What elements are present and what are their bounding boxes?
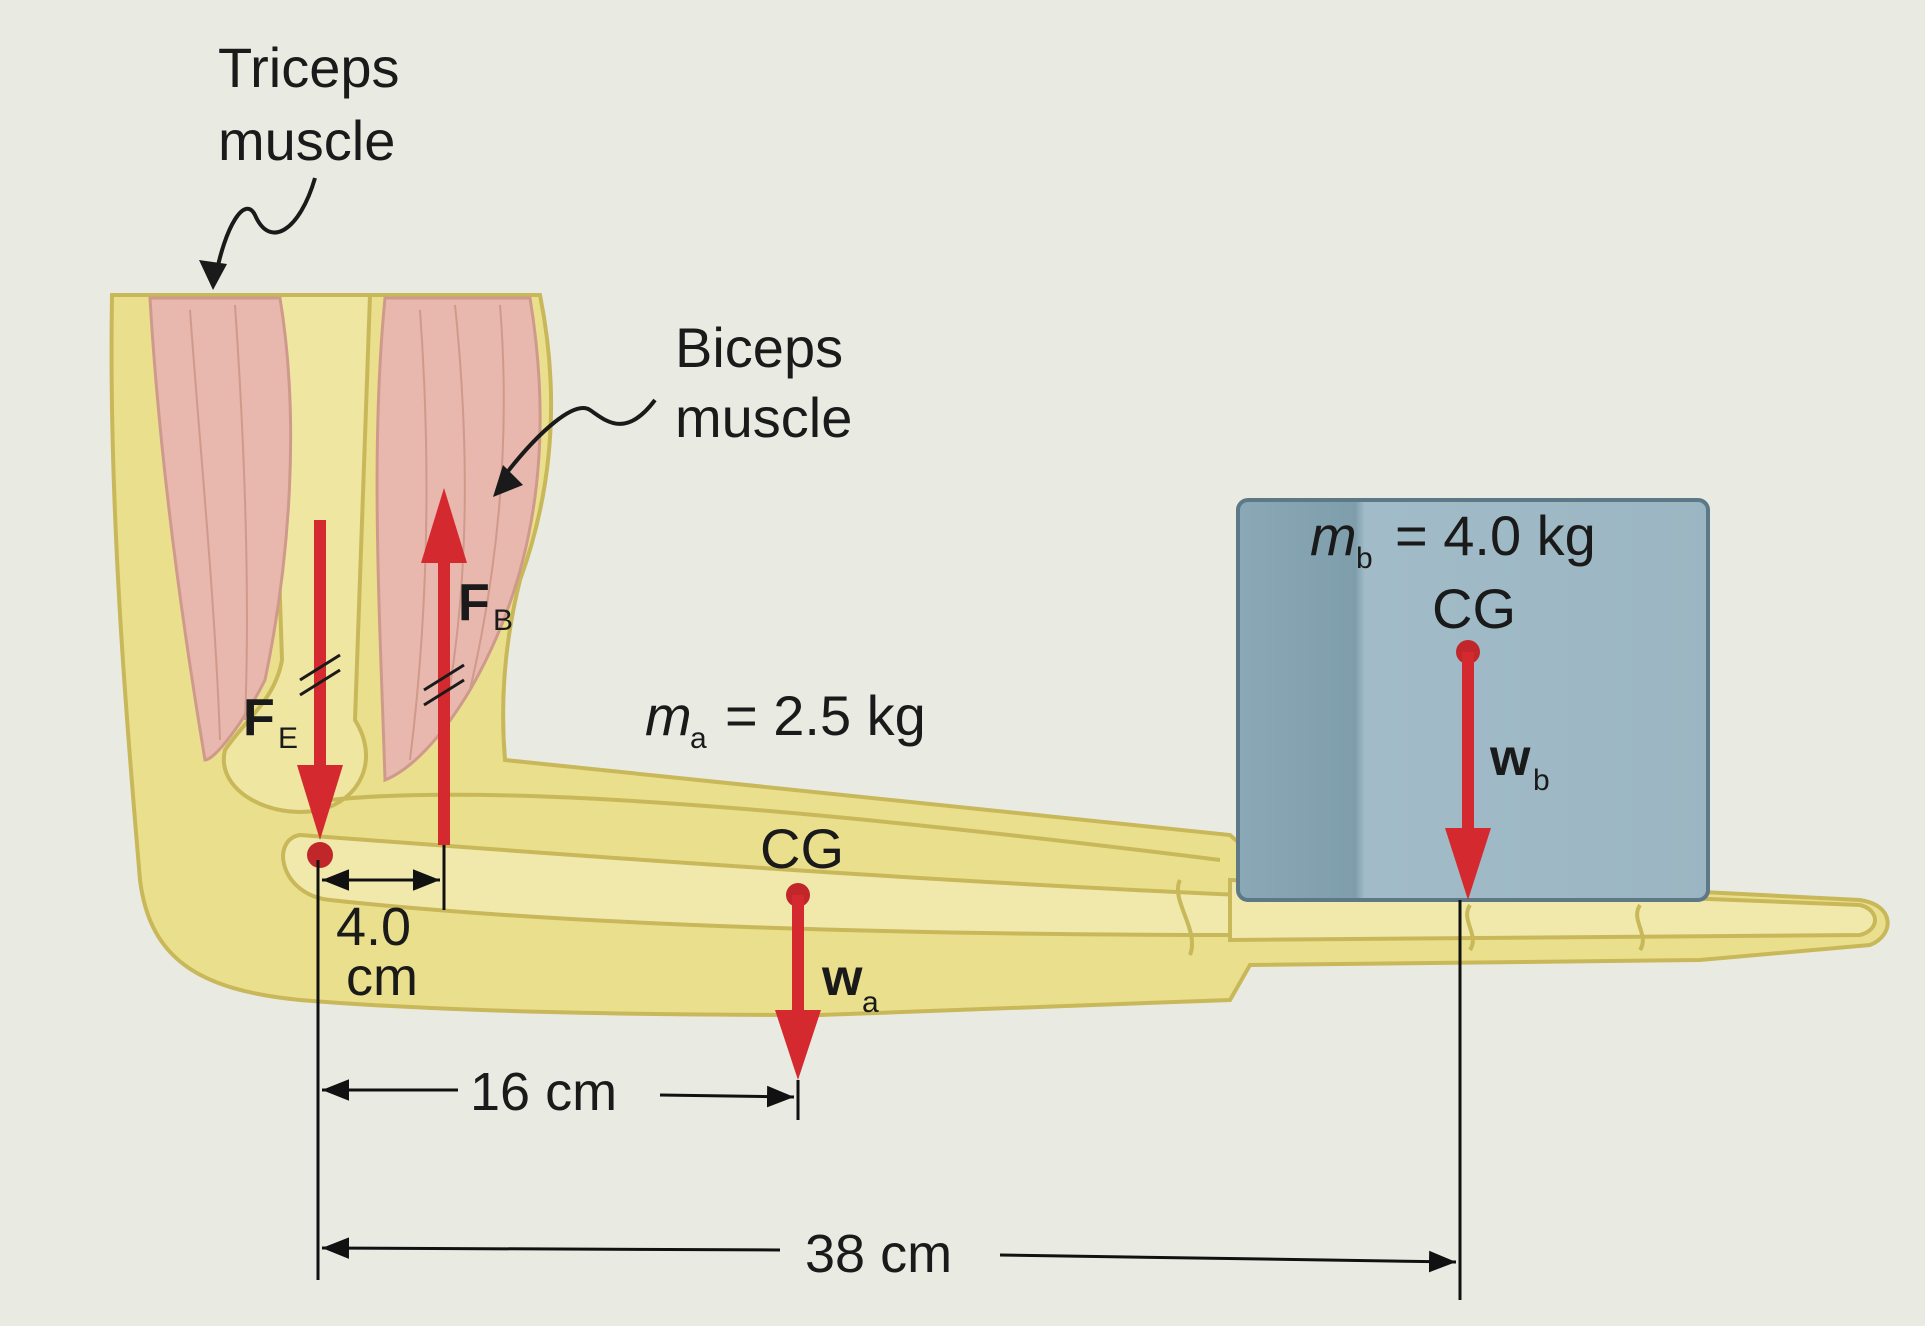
mass-ball-label: m b = 4.0 kg <box>1310 504 1596 575</box>
biceps-fibers <box>409 304 505 761</box>
dim-ball-cg-left <box>321 1237 781 1259</box>
weight-arm-label: w a <box>821 949 879 1019</box>
mass-ball-subscript: b <box>1356 542 1373 575</box>
dim-biceps-offset-line1: 4.0 <box>336 897 411 957</box>
biceps-pointer-arrowhead <box>493 465 523 497</box>
biceps-label-line1: Biceps <box>675 316 843 379</box>
triceps-label-line1: Triceps <box>218 36 400 99</box>
forearm-bones <box>281 832 1242 938</box>
weight-ball-subscript: b <box>1533 764 1550 797</box>
mass-ball-symbol: m <box>1310 504 1357 567</box>
knuckles <box>1176 879 1645 956</box>
triceps-muscle-shape <box>148 296 293 762</box>
dim-ball-cg-right <box>999 1250 1457 1273</box>
dim-biceps-offset-line2: cm <box>346 947 418 1007</box>
mass-arm-symbol: m <box>645 684 692 747</box>
weight-ball-symbol: w <box>1489 729 1531 787</box>
weight-arm-vector <box>775 883 821 1080</box>
humerus-bone <box>221 293 373 814</box>
weight-ball-label: w b <box>1489 729 1550 797</box>
forearm-bone-upper <box>329 792 1221 862</box>
weight-arm-subscript: a <box>862 986 879 1019</box>
triceps-pointer-arrowhead <box>199 260 227 290</box>
force-elbow-vector <box>297 520 343 868</box>
arm-body <box>109 293 1890 1018</box>
biceps-label-line2: muscle <box>675 386 852 449</box>
weight-ball-vector <box>1445 640 1491 900</box>
mass-arm-subscript: a <box>690 722 707 755</box>
dimension-lines <box>316 845 1462 1300</box>
weight-arm-symbol: w <box>821 949 863 1007</box>
triceps-fibers <box>189 304 248 741</box>
force-elbow-symbol: F <box>243 689 275 747</box>
force-elbow-label: F E <box>243 689 298 755</box>
arm-illustration <box>109 293 1890 1018</box>
label-pointers <box>213 177 657 477</box>
mass-ball-value: = 4.0 kg <box>1395 504 1596 567</box>
force-biceps-subscript: B <box>493 604 513 637</box>
dim-ball-cg-label: 38 cm <box>805 1224 952 1284</box>
mass-arm-value: = 2.5 kg <box>725 684 926 747</box>
dim-arm-cg-right <box>659 1085 795 1108</box>
cg-ball-label: CG <box>1432 577 1516 640</box>
force-biceps-vector <box>421 488 467 845</box>
triceps-label-line2: muscle <box>218 109 395 172</box>
force-biceps-symbol: F <box>458 574 490 632</box>
vector-break-marks <box>299 653 465 707</box>
dim-arm-cg-label: 16 cm <box>470 1062 617 1122</box>
force-elbow-subscript: E <box>278 722 298 755</box>
force-biceps-label: F B <box>458 574 513 637</box>
mass-arm-label: m a = 2.5 kg <box>645 684 926 755</box>
cg-arm-label: CG <box>760 817 844 880</box>
